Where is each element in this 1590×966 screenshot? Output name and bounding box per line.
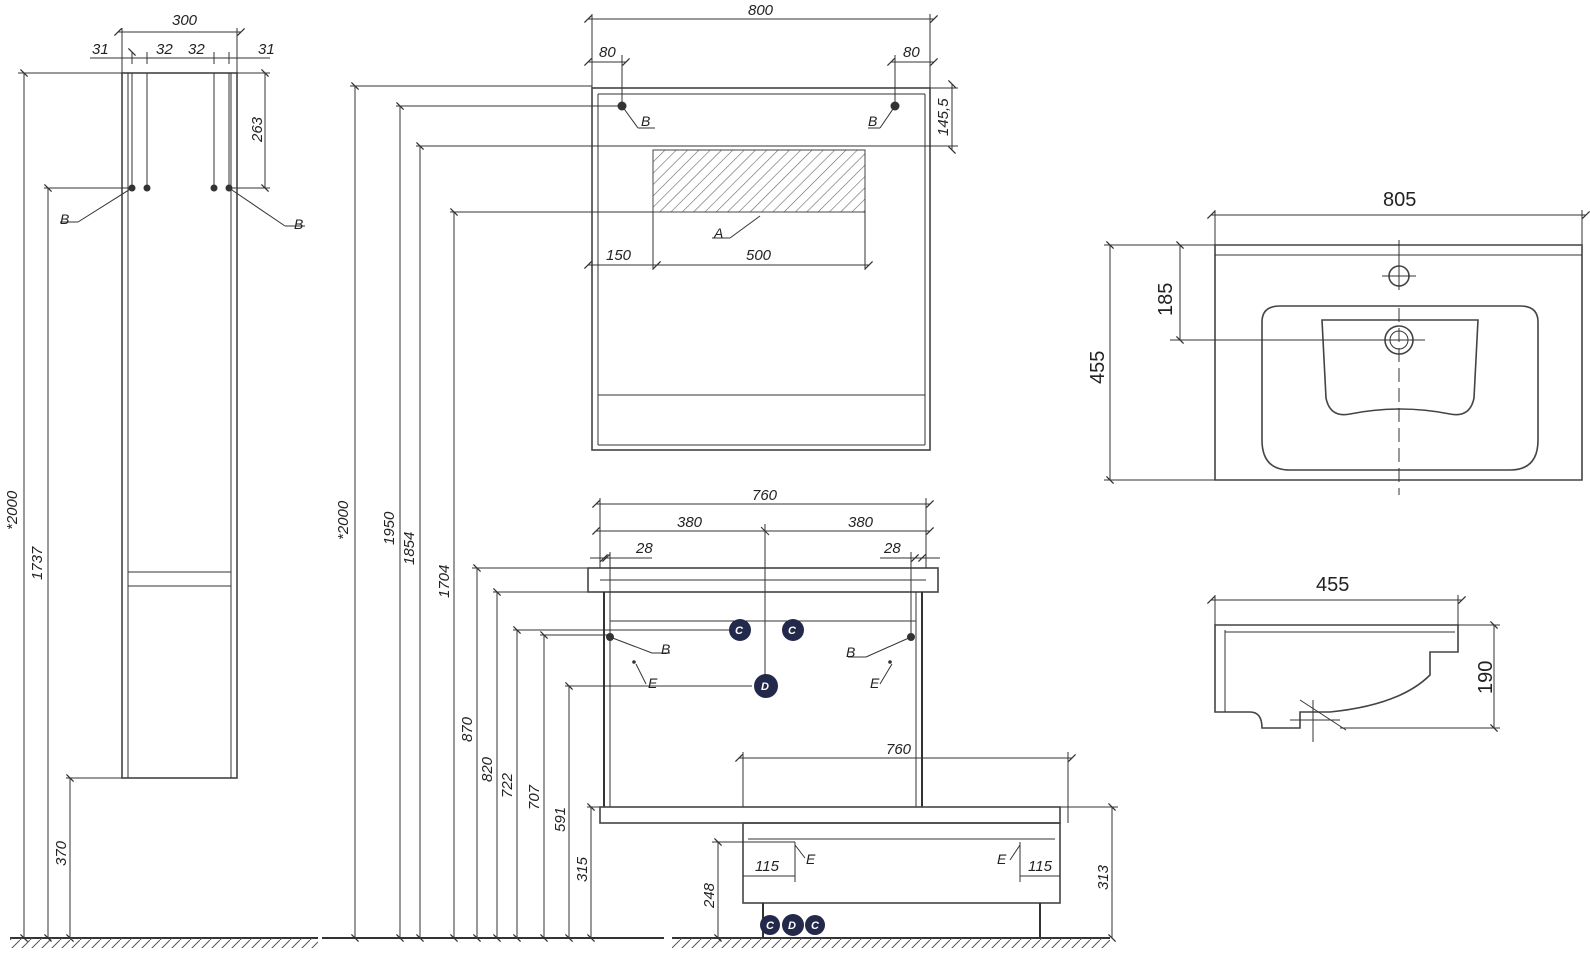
dim-mirror-500: 500	[746, 247, 772, 264]
dim-column-off-left: 31	[92, 41, 109, 58]
label-b: B	[846, 644, 855, 660]
lower-cabinet-body	[742, 822, 1061, 904]
dim-height-315: 315	[574, 856, 591, 882]
lower-cabinet-view: C D C 760 115 115 E E 248 313	[599, 741, 1118, 943]
floor-hatch	[672, 938, 1110, 948]
dim-column-spacing-left: 32	[156, 41, 173, 58]
dim-column-off-right: 31	[258, 41, 275, 58]
dim-lower-115-left: 115	[755, 858, 780, 875]
label-b: B	[294, 216, 303, 232]
mirror-outline	[591, 87, 931, 451]
badge-c	[760, 915, 780, 935]
dim-mirror-150: 150	[606, 247, 632, 264]
label-b: B	[641, 113, 650, 129]
badge-c-label: C	[788, 625, 797, 637]
dim-column-width: 300	[172, 12, 198, 29]
label-e: E	[648, 675, 658, 691]
dim-height-1950: 1950	[381, 511, 398, 545]
dim-column-370: 370	[53, 840, 70, 866]
dim-side-190: 190	[1475, 661, 1497, 694]
dim-sink-455: 455	[1087, 351, 1109, 384]
mirror-view: 800 80 80 145,5 150 500 A B B	[583, 2, 958, 451]
dim-mirror-80-left: 80	[599, 44, 616, 61]
sink-side-view: 455 190	[1206, 574, 1500, 742]
dim-sink-805: 805	[1383, 189, 1416, 211]
dim-lower-248: 248	[701, 882, 718, 909]
dim-column-spacing-right: 32	[188, 41, 205, 58]
dim-mirror-width: 800	[748, 2, 774, 19]
dim-height-1854: 1854	[401, 532, 418, 565]
sink-bowl	[1261, 305, 1539, 471]
dim-height-2000: *2000	[335, 500, 352, 540]
dim-sink-185: 185	[1155, 283, 1177, 316]
lower-cabinet-top	[599, 806, 1061, 824]
badge-d-label: D	[761, 681, 769, 693]
dim-height-591: 591	[552, 807, 569, 832]
dim-height-820: 820	[479, 756, 496, 782]
dim-height-707: 707	[526, 784, 543, 810]
badge-d-label: D	[788, 920, 796, 932]
label-b: B	[868, 113, 877, 129]
dim-cabinet-380-left: 380	[677, 514, 703, 531]
sink-top-view: 805 185 455	[1087, 189, 1590, 495]
label-b: B	[60, 211, 69, 227]
badge-c	[729, 619, 751, 641]
dim-height-1704: 1704	[436, 565, 453, 598]
badge-d	[782, 914, 804, 936]
dim-cabinet-28-left: 28	[635, 540, 653, 557]
dim-cabinet-380-right: 380	[848, 514, 874, 531]
floor-hatch	[10, 938, 318, 948]
label-b: B	[661, 641, 670, 657]
socket-point	[888, 660, 892, 664]
socket-point	[632, 660, 636, 664]
light-panel-a	[652, 149, 866, 213]
dim-mirror-145: 145,5	[935, 98, 952, 136]
dim-height-722: 722	[499, 772, 516, 798]
cabinet-view: C C D B B E E 760 380 380 28 28	[587, 487, 940, 807]
badge-c	[805, 915, 825, 935]
label-e: E	[870, 675, 880, 691]
dim-column-1737: 1737	[29, 546, 46, 580]
height-dimensions: *2000 1950 1854 1704 870 820 722 707 591…	[333, 81, 1110, 948]
label-e: E	[806, 851, 816, 867]
dim-cabinet-28-right: 28	[883, 540, 901, 557]
dim-side-455: 455	[1316, 574, 1349, 596]
dim-lower-cabinet-width: 760	[886, 741, 912, 758]
column-outline	[121, 72, 238, 779]
badge-d	[754, 674, 778, 698]
dim-cabinet-width-top: 760	[752, 487, 778, 504]
badge-c-label: C	[811, 920, 820, 932]
countertop	[587, 567, 939, 593]
badge-c-label: C	[735, 625, 744, 637]
dim-lower-313: 313	[1095, 864, 1112, 890]
dim-lower-115-right: 115	[1028, 858, 1053, 875]
sink-side-outline	[1214, 624, 1459, 729]
sink-outline	[1214, 244, 1583, 481]
dim-mirror-80-right: 80	[903, 44, 920, 61]
dim-column-263: 263	[249, 116, 266, 143]
label-e: E	[997, 851, 1007, 867]
label-a: A	[713, 225, 723, 241]
dim-column-total: *2000	[4, 490, 21, 530]
sink-basin	[1321, 319, 1479, 416]
badge-c-label: C	[766, 920, 775, 932]
dim-height-870: 870	[459, 716, 476, 742]
tall-column-view: 300 31 32 32 31 263 B B *2000 1737 370	[4, 12, 333, 948]
badge-c	[782, 619, 804, 641]
